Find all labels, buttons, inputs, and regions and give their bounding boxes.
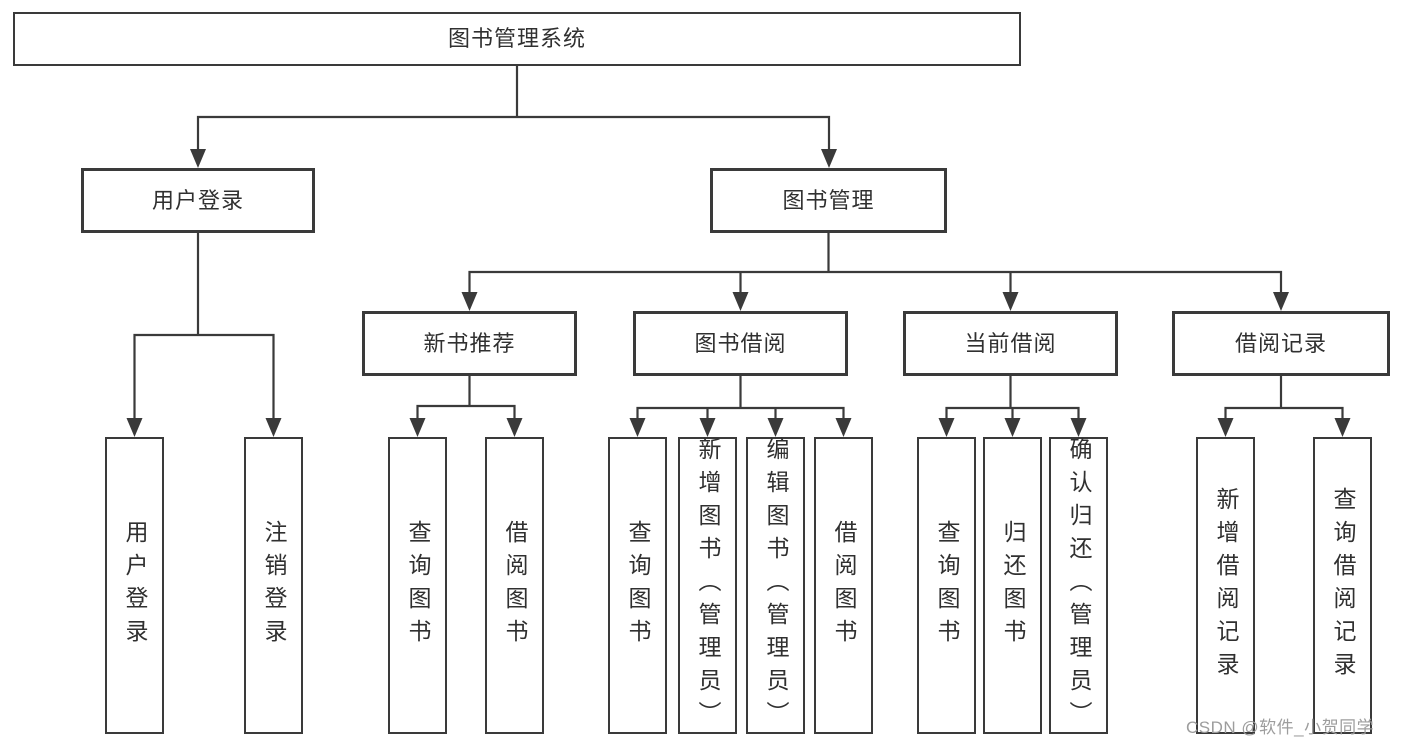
- leaf-label: 查询图书: [934, 519, 960, 652]
- leaf-label: 编辑图书（管理员）: [763, 437, 789, 734]
- leaf-label: 新增借阅记录: [1213, 486, 1239, 685]
- leaf-return-books: 归还图书: [983, 437, 1042, 734]
- leaf-confirm-return-admin: 确认归还（管理员）: [1049, 437, 1108, 734]
- node-label: 图书管理系统: [447, 26, 586, 51]
- leaf-label: 查询图书: [405, 519, 431, 652]
- arrowheads: [126, 149, 1351, 437]
- leaf-label: 查询图书: [625, 519, 651, 652]
- leaf-label: 确认归还（管理员）: [1066, 437, 1092, 734]
- leaf-label: 新增图书（管理员）: [695, 437, 721, 734]
- node-book-borrowing: 图书借阅: [633, 311, 848, 376]
- node-label: 当前借阅: [964, 330, 1057, 356]
- node-label: 图书管理: [782, 187, 875, 213]
- node-label: 图书借阅: [694, 330, 787, 356]
- leaf-label: 借阅图书: [831, 519, 857, 652]
- leaf-query-books-recommend: 查询图书: [388, 437, 447, 734]
- leaf-label: 归还图书: [1000, 519, 1026, 652]
- node-user-login: 用户登录: [81, 168, 315, 233]
- node-label: 用户登录: [151, 187, 244, 213]
- node-label: 借阅记录: [1234, 330, 1327, 356]
- node-book-management: 图书管理: [710, 168, 947, 233]
- leaf-edit-book-admin: 编辑图书（管理员）: [746, 437, 805, 734]
- leaf-add-book-admin: 新增图书（管理员）: [678, 437, 737, 734]
- leaf-label: 注销登录: [261, 519, 287, 652]
- node-current-borrowing: 当前借阅: [903, 311, 1118, 376]
- leaf-user-login: 用户登录: [105, 437, 164, 734]
- csdn-watermark: CSDN @软件_小贺同学: [1186, 718, 1375, 737]
- node-library-management-system: 图书管理系统: [13, 12, 1021, 66]
- leaf-borrow-books-borrowing: 借阅图书: [814, 437, 873, 734]
- leaf-logout: 注销登录: [244, 437, 303, 734]
- leaf-label: 用户登录: [122, 519, 148, 652]
- node-new-book-recommendation: 新书推荐: [362, 311, 577, 376]
- leaf-query-books-current: 查询图书: [917, 437, 976, 734]
- node-label: 新书推荐: [423, 330, 516, 356]
- leaf-label: 借阅图书: [502, 519, 528, 652]
- leaf-borrow-books-recommend: 借阅图书: [485, 437, 544, 734]
- leaf-add-borrow-record: 新增借阅记录: [1196, 437, 1255, 734]
- leaf-query-books-borrowing: 查询图书: [608, 437, 667, 734]
- leaf-label: 查询借阅记录: [1330, 486, 1356, 685]
- leaf-query-borrow-record: 查询借阅记录: [1313, 437, 1372, 734]
- node-borrowing-records: 借阅记录: [1172, 311, 1390, 376]
